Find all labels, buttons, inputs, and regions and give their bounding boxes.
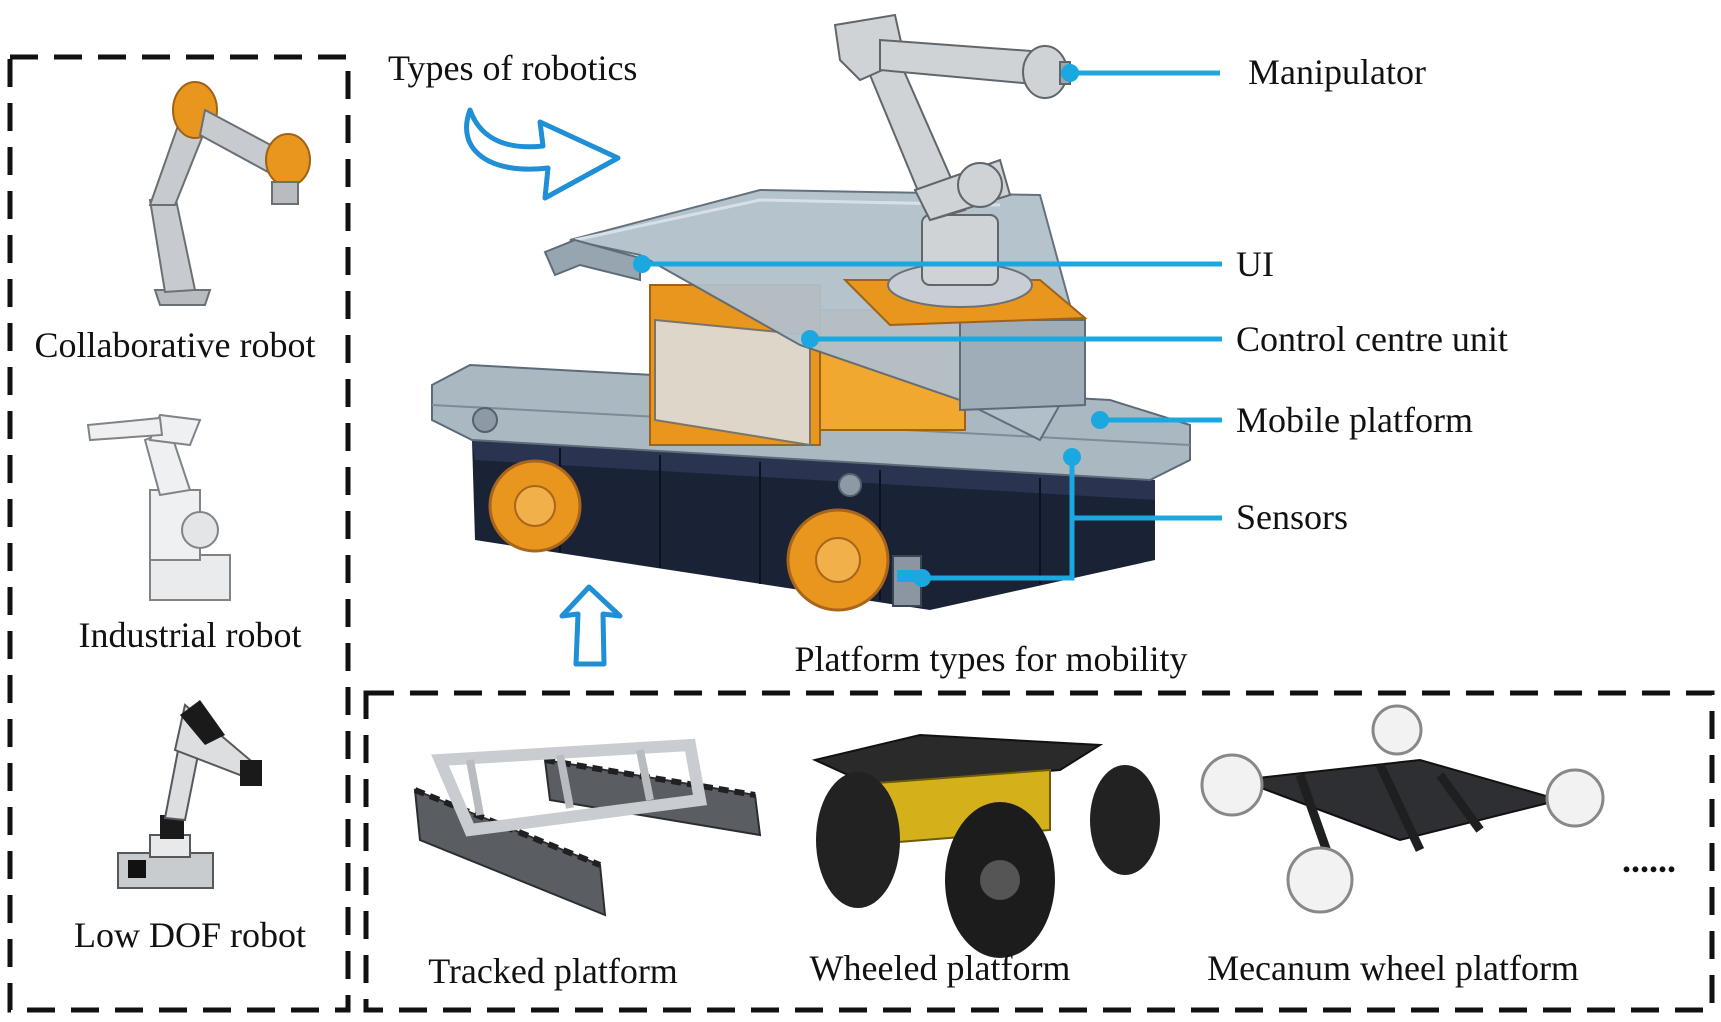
robot-type-label-industrial: Industrial robot	[78, 615, 302, 655]
callout-sensors: Sensors	[1236, 497, 1349, 537]
mecanum-wheel-front-left	[488, 459, 582, 553]
mecanum-wheel-front-right	[786, 508, 890, 612]
robot-type-label-low-dof: Low DOF robot	[74, 915, 306, 955]
platform-label-wheeled: Wheeled platform	[809, 948, 1071, 988]
callout-control-centre-unit: Control centre unit	[1236, 319, 1508, 359]
platform-label-mecanum: Mecanum wheel platform	[1207, 948, 1579, 988]
callout-anchor-dots	[633, 64, 1109, 587]
collaborative-robot-arm-icon	[148, 81, 311, 306]
tracked-platform-icon	[413, 738, 762, 917]
types-of-robotics-title: Types of robotics	[388, 48, 638, 88]
platform-label-tracked: Tracked platform	[428, 951, 678, 991]
manipulator-arm	[833, 13, 1071, 286]
robot-type-label-collaborative: Collaborative robot	[34, 325, 316, 365]
callout-ui: UI	[1236, 244, 1274, 284]
low-dof-robot-arm-icon	[117, 700, 262, 889]
mecanum-wheel-platform-icon	[1200, 704, 1605, 914]
platform-types-frame	[363, 690, 1715, 1013]
wheeled-platform-icon	[811, 733, 1160, 958]
platform-types-title: Platform types for mobility	[794, 639, 1188, 679]
callout-leader-lines	[642, 70, 1222, 581]
lidar-sensor	[892, 555, 922, 607]
callout-mobile-platform: Mobile platform	[1236, 400, 1473, 440]
mobile-manipulator-illustration	[431, 13, 1191, 612]
up-arrow-icon	[559, 584, 623, 667]
callout-manipulator: Manipulator	[1248, 52, 1426, 92]
industrial-robot-arm-icon	[86, 413, 231, 601]
robot-types-frame	[7, 54, 351, 1013]
more-platforms-ellipsis: ......	[1622, 840, 1676, 880]
curved-arrow-icon	[464, 107, 621, 201]
